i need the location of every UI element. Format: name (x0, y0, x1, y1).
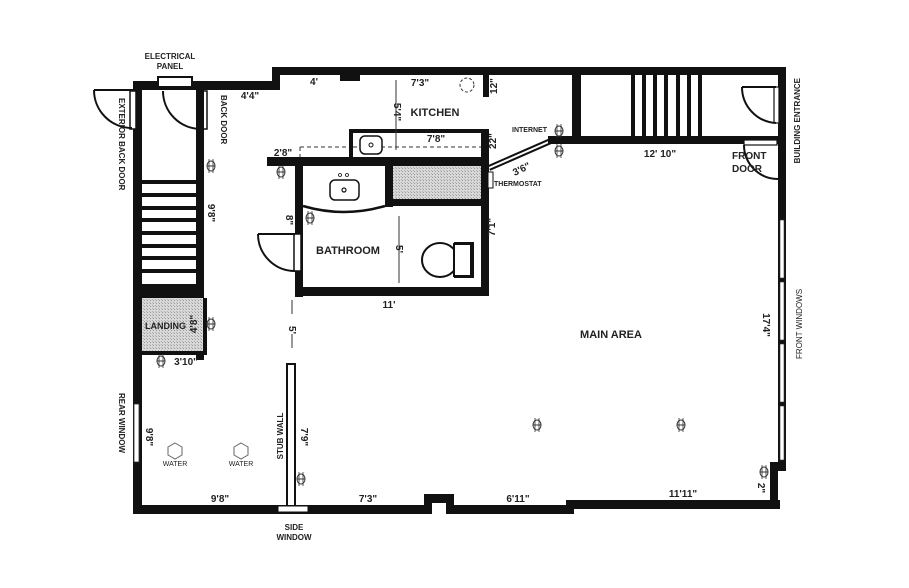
front-door[interactable] (743, 139, 779, 180)
dim-gap-5ft: 5' (286, 326, 297, 334)
front-windows-label: FRONT WINDOWS (795, 289, 804, 359)
outlet-icon (276, 164, 286, 180)
dim-bottom-7ft3: 7'3" (359, 494, 378, 505)
side-window-label: SIDE (285, 523, 304, 532)
outlet-icon (759, 464, 769, 480)
building-entrance-label: BUILDING ENTRANCE (793, 77, 802, 163)
electrical-panel-label: ELECTRICAL (145, 52, 196, 61)
outlet-icon (676, 417, 686, 433)
bathroom-vanity (302, 173, 386, 214)
rear-window (133, 403, 140, 463)
dim-landing-3ft10: 3'10" (174, 357, 198, 368)
exterior-back-door[interactable] (93, 89, 137, 130)
stub-wall-label: STUB WALL (276, 413, 285, 460)
stub-wall (286, 363, 296, 507)
dim-counter-7ft8: 7'8" (427, 134, 446, 145)
side-window-label-2: WINDOW (276, 533, 312, 542)
dim-bath-11ft: 11' (383, 300, 396, 311)
dim-bottom-9ft8: 9'8" (211, 494, 230, 505)
bathroom-walls (267, 157, 489, 297)
water-hexagon-icon (167, 442, 249, 460)
dim-top-12in: 12" (489, 78, 500, 94)
outlet-icon (554, 123, 564, 139)
dim-bath-5ft: 5' (393, 245, 404, 253)
outlet-icon (305, 210, 315, 226)
front-door-label: FRONT (732, 151, 766, 162)
side-window (277, 505, 309, 513)
electrical-panel-label-2: PANEL (157, 62, 184, 71)
dim-kitchen-5ft4: 5'4" (391, 103, 402, 122)
outlet-icon (206, 158, 216, 174)
bathroom-label: BATHROOM (316, 245, 380, 257)
main-area-label: MAIN AREA (580, 329, 642, 341)
dim-top-7ft3: 7'3" (411, 78, 430, 89)
front-windows (779, 219, 785, 461)
dim-bath-8in: 8" (283, 215, 294, 226)
front-door-label-2: DOOR (732, 164, 763, 175)
exterior-back-door-label: EXTERIOR BACK DOOR (117, 98, 126, 191)
dim-rear-9ft8: 9'8" (143, 428, 154, 447)
dim-left-2ft8: 2'8" (274, 148, 293, 159)
dim-counter-22in: 22" (488, 133, 499, 149)
toilet-icon (421, 242, 474, 278)
dim-stub-7ft9: 7'9" (298, 428, 309, 447)
kitchen-walls (349, 75, 778, 159)
thermostat-icon (487, 171, 494, 189)
labels: ELECTRICAL PANEL EXTERIOR BACK DOOR BACK… (117, 52, 804, 542)
dim-bath-7ft1: 7'1" (487, 218, 498, 237)
counter-line (299, 146, 481, 157)
internet-label: INTERNET (512, 127, 548, 134)
dim-diag-3ft6: 3'6" (511, 161, 532, 179)
bathroom-door[interactable] (257, 233, 302, 272)
landing (142, 298, 207, 355)
dim-stair-9ft8: 9'8" (205, 204, 216, 223)
outlet-icon (206, 316, 216, 332)
landing-label: LANDING (145, 321, 186, 331)
dim-top-4ft4: 4'4" (241, 91, 260, 102)
electrical-panel-icon (157, 76, 193, 88)
outlet-icon (296, 471, 306, 487)
diagonal-wall (487, 136, 576, 171)
dimensions: 4'4" 4' 7'3" 12" 5'4" 7'8" 22" 2'8" 3'6"… (143, 77, 771, 505)
rear-stair-walls (196, 90, 204, 360)
water-label-1: WATER (163, 461, 188, 468)
dim-bottom-6ft11: 6'11" (506, 494, 530, 505)
thermostat-label: THERMOSTAT (494, 181, 542, 188)
back-door-label: BACK DOOR (219, 95, 228, 145)
front-stairs-icon (631, 75, 702, 137)
outlet-icon (156, 353, 166, 369)
water-label-2: WATER (229, 461, 254, 468)
dim-bottom-11ft11: 11'11" (669, 489, 698, 500)
rear-stairs-icon (142, 180, 196, 298)
outlet-icon (532, 417, 542, 433)
outlet-icon (554, 143, 564, 159)
dim-landing-4ft8: 4'8" (189, 315, 200, 334)
kitchen-sink-icon (359, 135, 383, 155)
ceiling-fixture-icon (459, 77, 475, 93)
rear-window-label: REAR WINDOW (117, 393, 126, 453)
kitchen-label: KITCHEN (411, 107, 460, 119)
hatched-closet (393, 166, 481, 199)
building-entrance-door[interactable] (740, 86, 780, 124)
dim-front-17ft4: 17'4" (760, 313, 771, 337)
dim-stair-12ft10: 12' 10" (644, 149, 676, 160)
dim-right-2in: 2" (755, 483, 766, 494)
dim-top-4ft: 4' (310, 77, 318, 88)
